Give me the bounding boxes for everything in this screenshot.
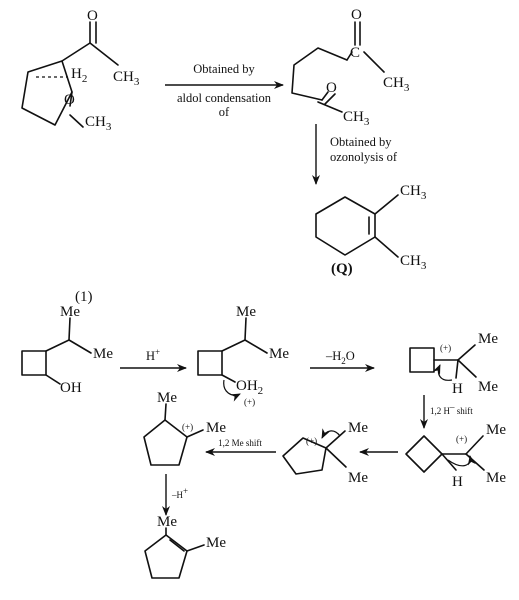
mol2-o1-label: O <box>351 7 362 23</box>
arrow2-line1: Obtained by <box>330 135 392 149</box>
molecule-q-dimethylcyclohexene: CH3 CH3 (Q) <box>315 183 427 277</box>
mol1-ch3b-label: CH3 <box>85 114 112 133</box>
molecule-diketone: O C CH3 O CH3 <box>291 7 410 128</box>
molecule-cyclopentyl-acetyl: O CH3 H2 O CH3 <box>21 8 140 133</box>
mol2-o2-label: O <box>326 80 337 96</box>
s1-me1-label: Me <box>60 304 80 320</box>
mol2-c-label: C <box>350 45 360 61</box>
arrow1-line2: aldol condensation <box>177 91 272 105</box>
structure-ring-expanded-cation: (+) Me Me <box>282 420 368 486</box>
s4-me2-label: Me <box>486 470 506 486</box>
s5-me2-label: Me <box>348 470 368 486</box>
s2-charge-label: (+) <box>244 397 255 407</box>
arrow1-line3: of <box>219 105 230 119</box>
mol3-ch3b-label: CH3 <box>400 253 427 272</box>
s6-me2-label: Me <box>206 420 226 436</box>
s2-me1-label: Me <box>236 304 256 320</box>
arrow-dehydration: –H2O <box>310 349 375 372</box>
structure-isopropylcyclobutanol: Me Me OH <box>21 304 113 396</box>
arrow-aldol-condensation: Obtained by aldol condensation of <box>165 62 284 119</box>
a3-label: 1,2 H– shift <box>430 402 473 416</box>
a1-reagent: H+ <box>146 347 160 363</box>
mol2-ch3-label: CH3 <box>383 75 410 94</box>
a6-label: –H+ <box>171 486 188 500</box>
s4-charge-label: (+) <box>456 434 467 444</box>
structure-cyclobutyl-cation: (+) Me H Me <box>409 331 498 397</box>
mol1-o-label: O <box>87 8 98 24</box>
s6-me1-label: Me <box>157 390 177 406</box>
s7-me2-label: Me <box>206 535 226 551</box>
s6-charge-label: (+) <box>182 422 193 432</box>
mol3-ch3a-label: CH3 <box>400 183 427 202</box>
arrow-hydride-shift: 1,2 H– shift <box>420 395 473 429</box>
a2-reagent: –H2O <box>325 349 355 366</box>
structure-protonated-alcohol: Me Me OH2 (+) <box>197 304 289 407</box>
s1-me2-label: Me <box>93 346 113 362</box>
s3-me2-label: Me <box>478 379 498 395</box>
s3-charge-label: (+) <box>440 343 451 353</box>
structure-tertiary-cation: (+) Me H Me <box>405 422 506 490</box>
mol3-q-label: (Q) <box>331 261 353 277</box>
mol1-o2-label: O <box>64 92 75 108</box>
a5-label: 1,2 Me shift <box>218 438 262 448</box>
structure-dimethylcyclopentene: Me Me <box>144 514 226 579</box>
s3-h-label: H <box>452 381 463 397</box>
s5-charge-label: (+) <box>306 436 317 446</box>
s5-me1-label: Me <box>348 420 368 436</box>
s7-me1-label: Me <box>157 514 177 530</box>
s2-me2-label: Me <box>269 346 289 362</box>
mol1-h2-label: H2 <box>71 66 87 85</box>
arrow-ozonolysis: Obtained by ozonolysis of <box>312 124 398 185</box>
arrow1-line1: Obtained by <box>193 62 255 76</box>
structure-dimethylcyclopentyl-cation: Me (+) Me <box>143 390 226 466</box>
s1-oh-label: OH <box>60 380 82 396</box>
arrow-protonation: H+ <box>120 347 187 372</box>
mol1-ch3-label: CH3 <box>113 69 140 88</box>
arrow-deprotonation: –H+ <box>162 474 188 516</box>
option-label: (1) <box>75 289 93 305</box>
arrow2-line2: ozonolysis of <box>330 150 398 164</box>
mol2-ch3b-label: CH3 <box>343 109 370 128</box>
s4-me1-label: Me <box>486 422 506 438</box>
arrow-methyl-shift: 1,2 Me shift <box>205 438 276 456</box>
s4-h-label: H <box>452 474 463 490</box>
s3-me1-label: Me <box>478 331 498 347</box>
s2-oh2-label: OH2 <box>236 378 263 397</box>
